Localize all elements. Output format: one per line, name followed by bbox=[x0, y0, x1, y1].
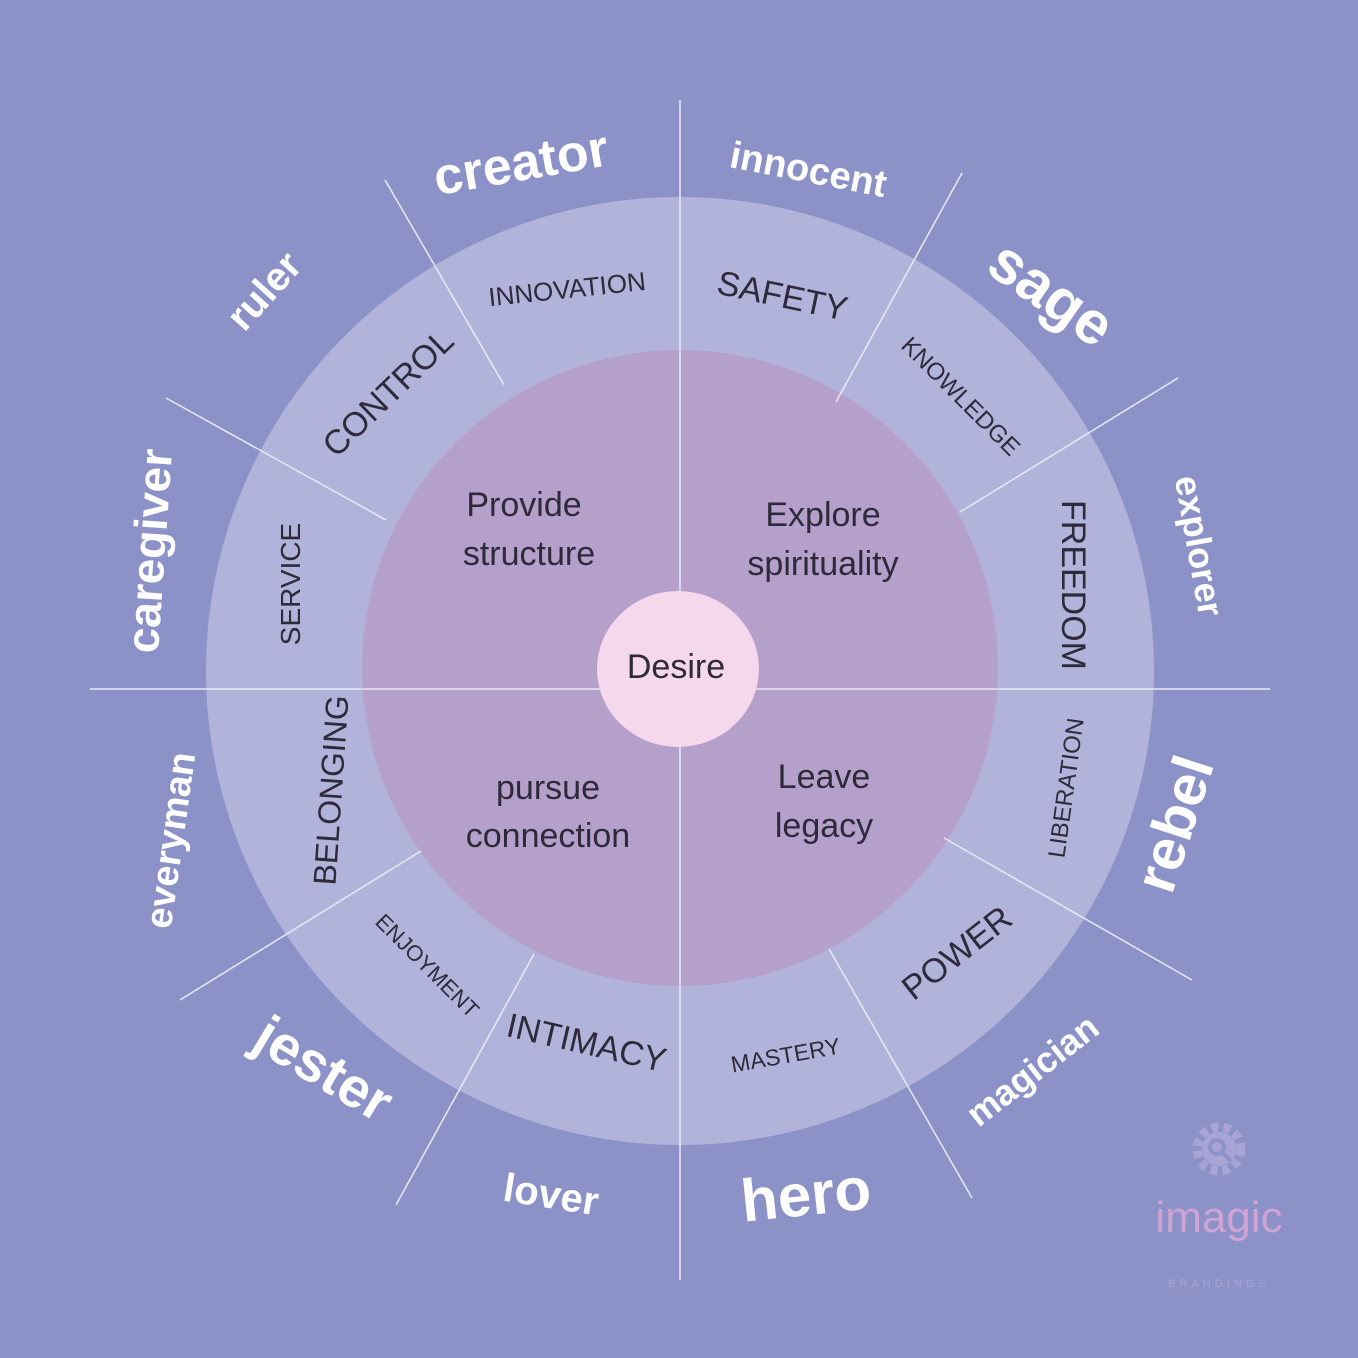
brand-name: imagic bbox=[1155, 1193, 1282, 1242]
goal-line-1: pursue bbox=[496, 769, 600, 807]
brand-tagline: BRANDINGS bbox=[1168, 1278, 1269, 1290]
goal-line-1: Explore bbox=[765, 496, 880, 534]
brand-logo: imagic BRANDINGS bbox=[1155, 1122, 1283, 1290]
spoke-line bbox=[165, 397, 387, 521]
goal-line-1: Provide bbox=[466, 486, 581, 524]
spoke-line bbox=[828, 948, 973, 1199]
spoke-line bbox=[959, 377, 1179, 513]
archetype-hero: hero bbox=[738, 1154, 874, 1234]
quadrant-top-right: Explore spirituality bbox=[747, 496, 898, 583]
goal-line-1: Leave bbox=[778, 758, 871, 796]
goal-line-2: structure bbox=[463, 535, 595, 573]
spoke-line bbox=[835, 172, 963, 403]
goal-line-2: connection bbox=[466, 817, 630, 855]
center-blob bbox=[597, 591, 759, 747]
goal-line-2: spirituality bbox=[747, 545, 898, 583]
goal-line-2: legacy bbox=[775, 807, 873, 845]
gear-magnifier-icon bbox=[1192, 1122, 1246, 1176]
motivation-service: SERVICE bbox=[275, 523, 306, 645]
quadrant-bottom-right: Leave legacy bbox=[775, 758, 873, 845]
spoke-line bbox=[395, 953, 535, 1206]
spoke-line bbox=[384, 179, 505, 386]
quadrant-top-left: Provide structure bbox=[463, 486, 595, 573]
center-label: Desire bbox=[627, 648, 725, 686]
quadrant-bottom-left: pursue connection bbox=[466, 769, 630, 855]
spoke-line bbox=[943, 837, 1193, 981]
spoke-line bbox=[179, 850, 422, 1001]
motivation-freedom: FREEDOM bbox=[1054, 500, 1092, 670]
